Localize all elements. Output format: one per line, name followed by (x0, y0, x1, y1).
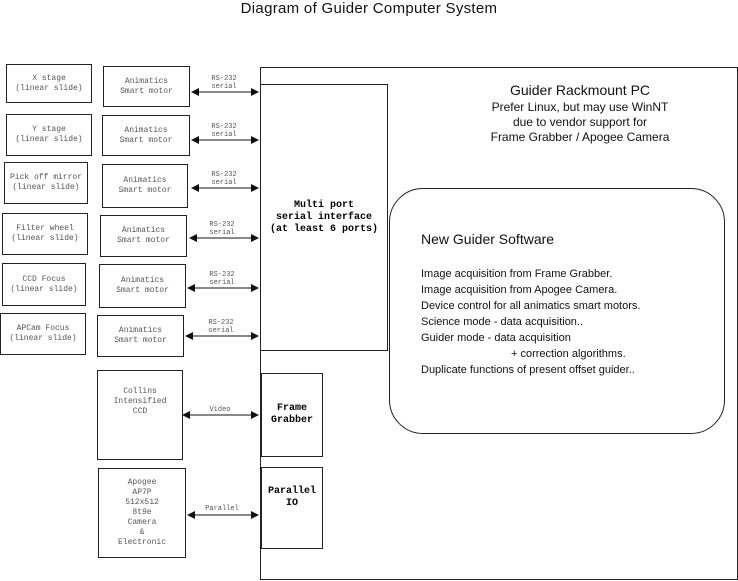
rs232-label: RS-232 serial (208, 319, 234, 335)
device-box: Filter wheel (linear slide) (2, 213, 88, 255)
apogee-camera-box: Apogee AP7P 512x512 8t9e Camera & Electr… (98, 468, 186, 558)
software-line: + correction algorithms. (511, 348, 626, 360)
device-box: Y stage (linear slide) (6, 114, 92, 156)
rs232-label: RS-232 serial (211, 123, 237, 139)
device-box: X stage (linear slide) (6, 64, 92, 103)
pc-subtitle: Prefer Linux, but may use WinNT due to v… (490, 99, 670, 144)
motor-box: Animatics Smart motor (102, 164, 188, 208)
motor-box: Animatics Smart motor (97, 315, 184, 357)
software-title: New Guider Software (421, 231, 555, 247)
software-line: Device control for all animatics smart m… (421, 300, 641, 312)
diagram-title: Diagram of Guider Computer System (240, 0, 498, 17)
rs232-label: RS-232 serial (209, 271, 235, 287)
parallel-io-box: Parallel IO (261, 467, 323, 549)
serial-interface-box: Multi port serial interface (at least 6 … (260, 84, 388, 351)
collins-ccd-box: Collins Intensified CCD (97, 370, 183, 460)
software-line: Guider mode - data acquisition (421, 332, 571, 344)
software-description: Image acquisition from Frame Grabber. Im… (421, 266, 721, 378)
device-box: Pick off mirror (linear slide) (4, 162, 88, 204)
video-label: Video (209, 406, 231, 414)
frame-grabber-box: Frame Grabber (261, 373, 323, 457)
device-box: CCD Focus (linear slide) (2, 263, 86, 306)
software-line: Science mode - data acquisition.. (421, 316, 584, 328)
parallel-label: Parallel (205, 505, 239, 513)
rs232-label: RS-232 serial (211, 75, 237, 91)
software-line: Image acquisition from Apogee Camera. (421, 284, 618, 296)
motor-box: Animatics Smart motor (103, 66, 190, 107)
rs232-label: RS-232 serial (211, 171, 237, 187)
software-line: Duplicate functions of present offset gu… (421, 364, 635, 376)
motor-box: Animatics Smart motor (102, 115, 190, 156)
motor-box: Animatics Smart motor (99, 264, 186, 308)
motor-box: Animatics Smart motor (100, 215, 187, 257)
rs232-label: RS-232 serial (209, 221, 235, 237)
pc-title: Guider Rackmount PC (509, 82, 651, 98)
device-box: APCam Focus (linear slide) (0, 313, 86, 355)
software-box (389, 188, 725, 434)
software-line: Image acquisition from Frame Grabber. (421, 268, 613, 280)
